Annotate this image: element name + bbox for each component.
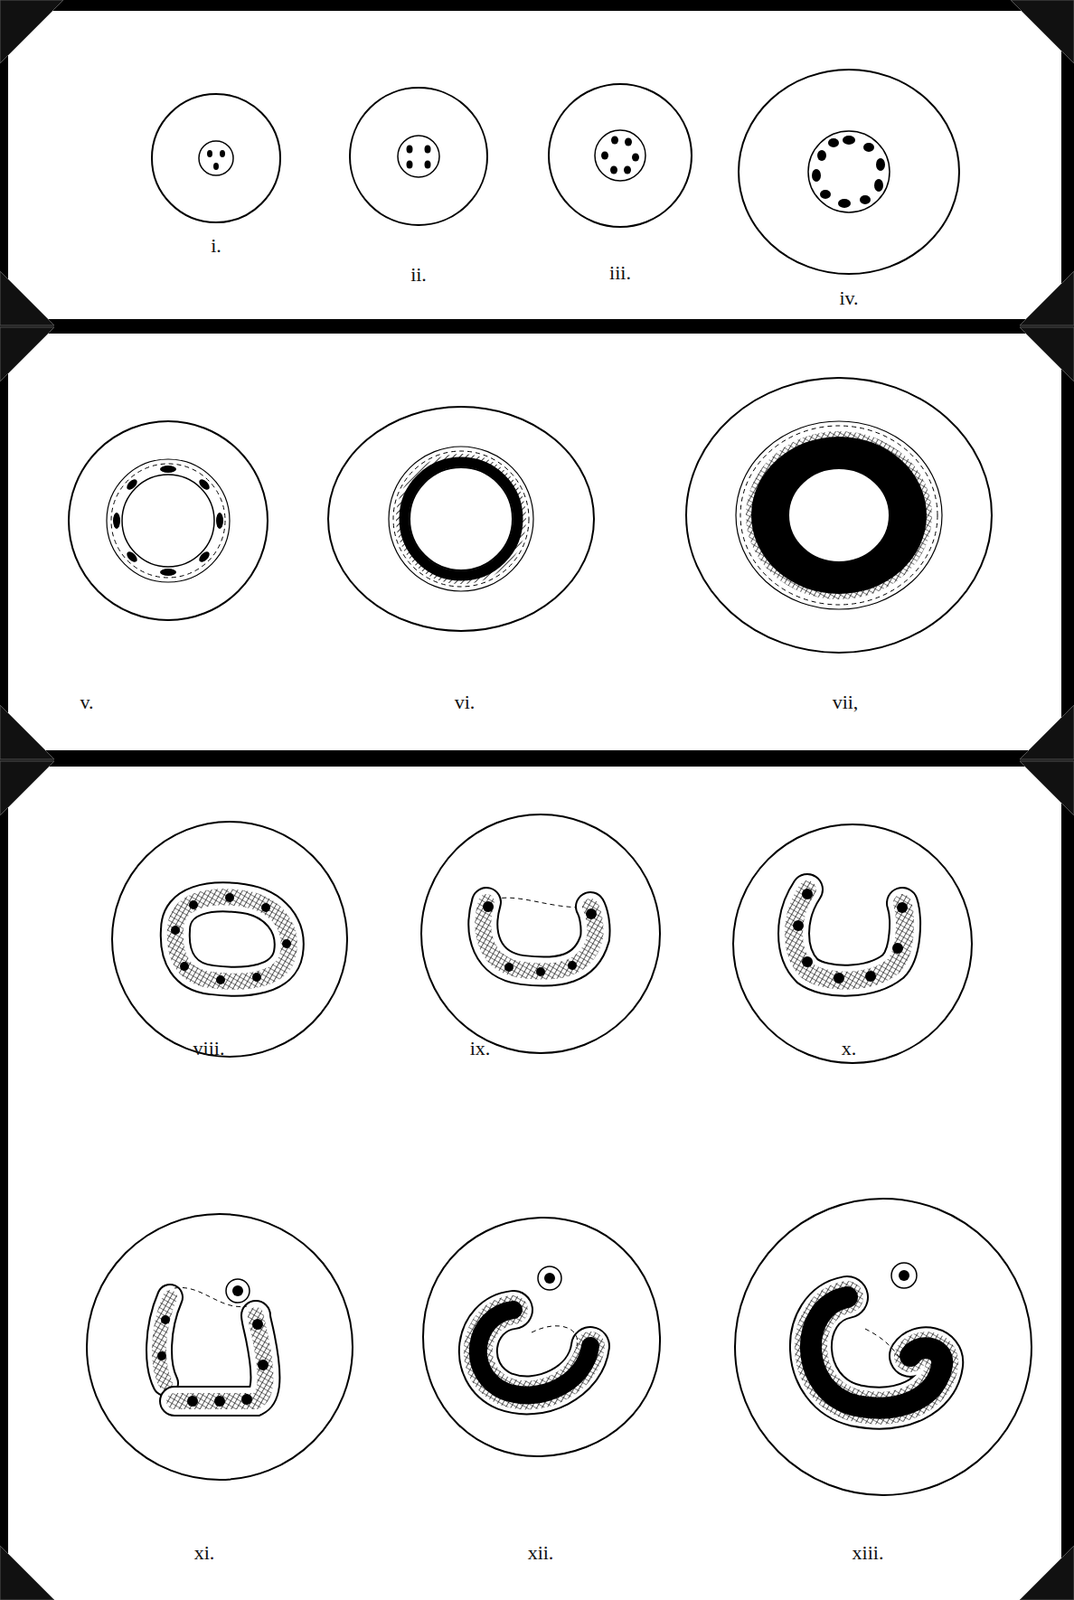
stage-number: xiii. [852, 1541, 885, 1565]
stage-number: vii, [832, 690, 859, 715]
stage-number: ix. [470, 1036, 491, 1061]
stage-number: viii. [193, 1036, 226, 1061]
stage-number: iii. [609, 261, 632, 285]
stage-number: ii. [410, 263, 427, 287]
stage-number: vi. [454, 690, 476, 715]
stage-number: v. [79, 690, 94, 715]
stage-number: xi. [194, 1541, 216, 1565]
stage-number: xii. [527, 1541, 555, 1565]
stage-number: x. [841, 1036, 858, 1061]
sections [68, 69, 1032, 1496]
stage-number: iv. [838, 286, 858, 311]
album-panels [8, 10, 1062, 1600]
stage-number: i. [210, 234, 222, 258]
